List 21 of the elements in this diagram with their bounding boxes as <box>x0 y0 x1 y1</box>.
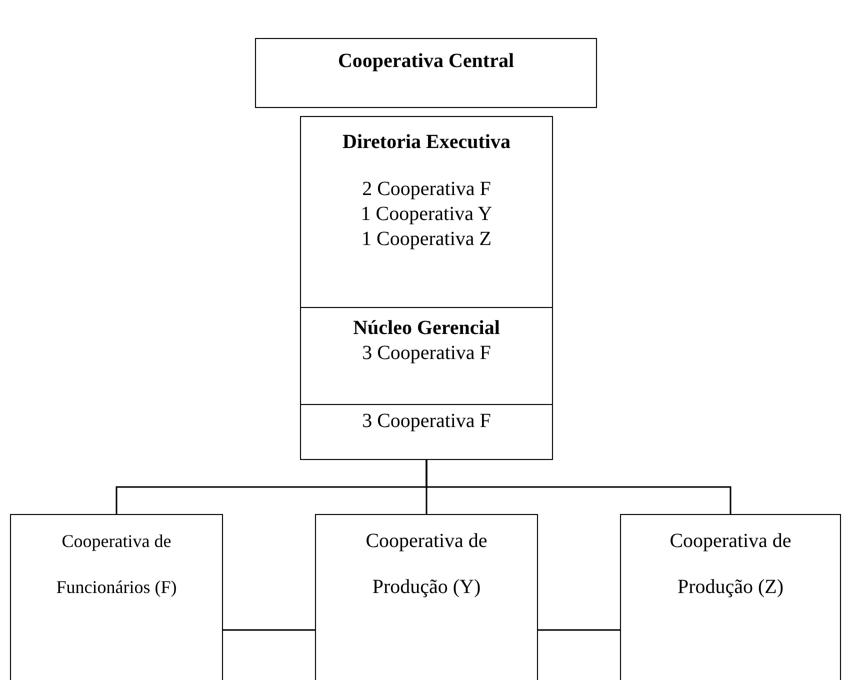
box-heading: Cooperativa Central <box>338 49 514 74</box>
box-text: Cooperativa de Funcionários (F) <box>55 530 178 599</box>
org-box <box>300 404 553 460</box>
box-text: 2 Cooperativa F <box>362 177 491 202</box>
org-box <box>315 514 538 680</box>
box-text: 1 Cooperativa Y <box>360 202 492 227</box>
connector-line <box>426 460 732 514</box>
box-heading: Núcleo Gerencial <box>353 316 500 341</box>
box-text: 3 Cooperativa F <box>362 341 491 366</box>
org-box <box>300 116 553 308</box>
org-box <box>300 307 553 405</box>
box-text: 1 Cooperativa Z <box>362 227 492 252</box>
box-text: Cooperativa de Produção (Z) <box>668 529 792 600</box>
box-text: Cooperativa de Produção (Y) <box>364 529 488 600</box>
connector-line <box>223 629 315 631</box>
box-text: 3 Cooperativa F <box>362 409 491 434</box>
org-box <box>255 38 597 108</box>
connector-line <box>538 629 620 631</box>
org-box <box>10 514 223 680</box>
org-box <box>620 514 841 680</box>
box-heading: Diretoria Executiva <box>342 130 510 155</box>
